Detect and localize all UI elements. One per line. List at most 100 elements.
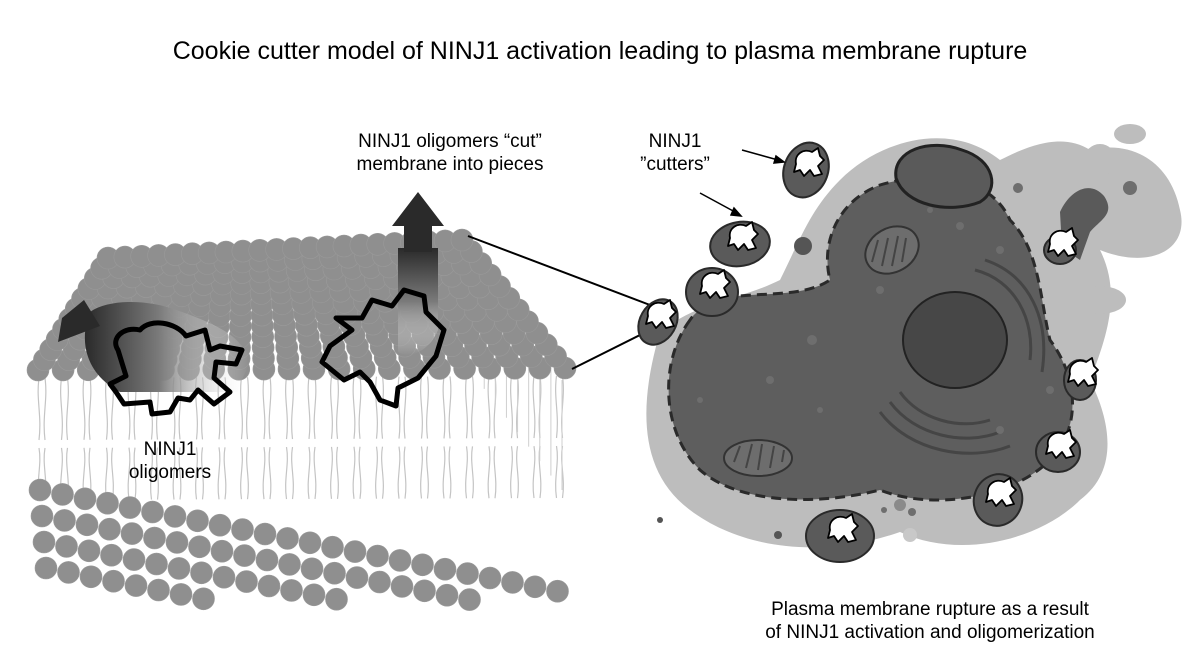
ninj1-cutter bbox=[1047, 227, 1079, 257]
lipid-head bbox=[456, 562, 479, 585]
lipid-head bbox=[96, 491, 119, 515]
lipid-tail bbox=[487, 376, 497, 439]
ninj1-oligomer-right bbox=[319, 192, 447, 409]
lipid-tail bbox=[240, 377, 249, 440]
lipid-head bbox=[190, 561, 213, 585]
lipid-head bbox=[73, 487, 97, 511]
lipid-tail bbox=[172, 447, 182, 500]
lipid-head bbox=[143, 526, 166, 550]
cutters-annotation-line1: NINJ1 bbox=[648, 131, 702, 152]
lipid-head bbox=[53, 509, 76, 532]
lipid-head bbox=[188, 535, 211, 559]
lipid-head bbox=[323, 561, 346, 585]
lipid-tail bbox=[285, 376, 294, 440]
lipid-head bbox=[34, 556, 58, 580]
lipid-head bbox=[321, 535, 344, 559]
lipid-head bbox=[501, 571, 524, 594]
lipid-head bbox=[51, 483, 74, 506]
lipid-head bbox=[302, 583, 326, 607]
lipid-head bbox=[163, 505, 187, 528]
lipid-head bbox=[98, 517, 121, 541]
lipid-tail bbox=[262, 447, 272, 500]
rupture-caption-line2: of NINJ1 activation and oligomerization bbox=[765, 622, 1095, 643]
lipid-head bbox=[546, 579, 569, 603]
lipid-head bbox=[411, 553, 434, 577]
lipid-tail bbox=[375, 376, 384, 439]
lipid-head bbox=[413, 579, 436, 603]
lipid-head bbox=[32, 530, 56, 554]
figure-title: Cookie cutter model of NINJ1 activation … bbox=[172, 37, 1028, 65]
lipid-tail bbox=[37, 377, 47, 441]
lipid-tail bbox=[487, 446, 497, 499]
lipid-tail bbox=[330, 376, 339, 439]
ninj1-cutter bbox=[1067, 357, 1099, 387]
ninj1-cutter bbox=[727, 221, 759, 251]
lipid-heads-bottom-layer bbox=[28, 478, 569, 611]
lipid-tail bbox=[127, 447, 137, 500]
lipid-head bbox=[75, 513, 99, 537]
cut-annotation-line2: membrane into pieces bbox=[356, 154, 544, 175]
lipid-tail bbox=[307, 446, 317, 500]
ninj1-cutter bbox=[1045, 429, 1077, 459]
lipid-head bbox=[388, 549, 412, 572]
lipid-head bbox=[278, 553, 301, 576]
lipid-head bbox=[450, 228, 474, 252]
mitochondrion-upper bbox=[864, 225, 920, 275]
lipid-tail bbox=[82, 377, 92, 440]
lipid-head bbox=[186, 509, 209, 533]
cut-annotation: NINJ1 oligomers “cut” membrane into piec… bbox=[330, 130, 570, 176]
lipid-head bbox=[325, 587, 348, 611]
membrane-fragments bbox=[637, 141, 1109, 563]
lipid-head bbox=[231, 518, 254, 541]
oligomers-label-line1: NINJ1 bbox=[143, 439, 197, 460]
lipid-head bbox=[141, 500, 164, 524]
lipid-head bbox=[169, 583, 193, 606]
lipid-head bbox=[212, 565, 236, 589]
lipid-tail bbox=[442, 446, 452, 499]
ninj1-cutter bbox=[827, 513, 859, 543]
lipid-tail bbox=[465, 376, 474, 439]
lipid-tail bbox=[330, 446, 339, 499]
lipid-head bbox=[79, 565, 103, 589]
cutters-annotation-line2: ”cutters” bbox=[640, 154, 710, 175]
cell-body bbox=[667, 175, 1074, 502]
lipid-head bbox=[253, 522, 277, 546]
cell-illustration bbox=[646, 124, 1182, 548]
lipid-head bbox=[478, 566, 502, 590]
lipid-head bbox=[118, 496, 142, 519]
lipid-head bbox=[298, 531, 322, 555]
lipid-head bbox=[147, 578, 170, 602]
lipid-head bbox=[124, 574, 148, 597]
cutters-annotation: NINJ1 ”cutters” bbox=[620, 130, 730, 176]
membrane-bleb bbox=[894, 143, 994, 209]
lipid-head bbox=[523, 575, 547, 599]
lipid-head bbox=[122, 548, 146, 571]
rupture-caption: Plasma membrane rupture as a result of N… bbox=[700, 598, 1160, 644]
lipid-tail bbox=[510, 446, 519, 499]
lipid-head bbox=[435, 583, 459, 607]
lipid-head bbox=[77, 539, 101, 563]
vesicles bbox=[657, 181, 1137, 542]
ninj1-cutter bbox=[985, 477, 1017, 507]
lipid-head bbox=[210, 539, 234, 563]
zoom-line-bottom bbox=[571, 329, 651, 370]
ninj1-oligomer-left bbox=[58, 300, 249, 417]
lipid-head bbox=[368, 570, 391, 594]
mitochondrion-lower bbox=[723, 439, 793, 477]
lipid-head bbox=[208, 513, 232, 537]
lipid-head bbox=[433, 557, 457, 581]
lipid-tail bbox=[285, 446, 294, 500]
lipid-head bbox=[276, 527, 299, 550]
lipid-head bbox=[28, 478, 52, 502]
lipid-tail bbox=[420, 376, 429, 439]
membrane-patch bbox=[26, 228, 577, 611]
lipid-head bbox=[366, 544, 389, 568]
lipid-head bbox=[192, 587, 215, 611]
lipid-head bbox=[102, 569, 125, 593]
lipid-tail bbox=[307, 376, 317, 440]
rupture-caption-line1: Plasma membrane rupture as a result bbox=[771, 599, 1089, 620]
ninj1-cutter bbox=[699, 269, 731, 299]
lipid-head bbox=[165, 531, 189, 554]
cut-annotation-line1: NINJ1 oligomers “cut” bbox=[358, 131, 542, 152]
